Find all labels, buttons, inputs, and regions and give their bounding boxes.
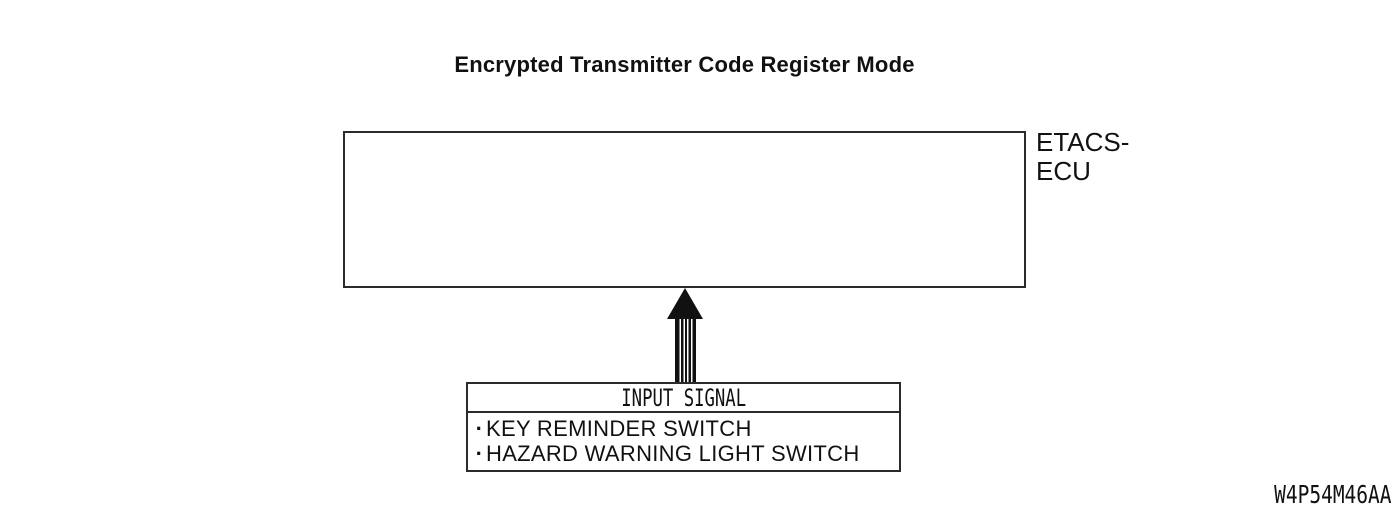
input-item-label: HAZARD WARNING LIGHT SWITCH xyxy=(486,441,860,466)
input-signal-header-label: INPUT SIGNAL xyxy=(621,383,746,412)
input-signal-list: ·KEY REMINDER SWITCH ·HAZARD WARNING LIG… xyxy=(468,413,899,466)
list-item: ·KEY REMINDER SWITCH xyxy=(473,416,897,441)
bullet-dot-icon: · xyxy=(475,441,484,466)
signal-arrow-shaft xyxy=(675,317,696,382)
input-signal-box: INPUT SIGNAL ·KEY REMINDER SWITCH ·HAZAR… xyxy=(466,382,901,472)
bullet-dot-icon: · xyxy=(475,416,484,441)
input-signal-header: INPUT SIGNAL xyxy=(468,384,899,413)
figure-code-label: W4P54M46AA xyxy=(1274,480,1392,509)
signal-arrow-up-icon xyxy=(667,288,703,319)
diagram-title: Encrypted Transmitter Code Register Mode xyxy=(454,52,915,77)
etacs-ecu-label: ETACS- ECU xyxy=(1036,127,1130,186)
list-item: ·HAZARD WARNING LIGHT SWITCH xyxy=(473,441,897,466)
figure-code: W4P54M46AA xyxy=(1241,480,1392,509)
input-item-label: KEY REMINDER SWITCH xyxy=(486,416,752,441)
etacs-ecu-box xyxy=(343,131,1026,288)
